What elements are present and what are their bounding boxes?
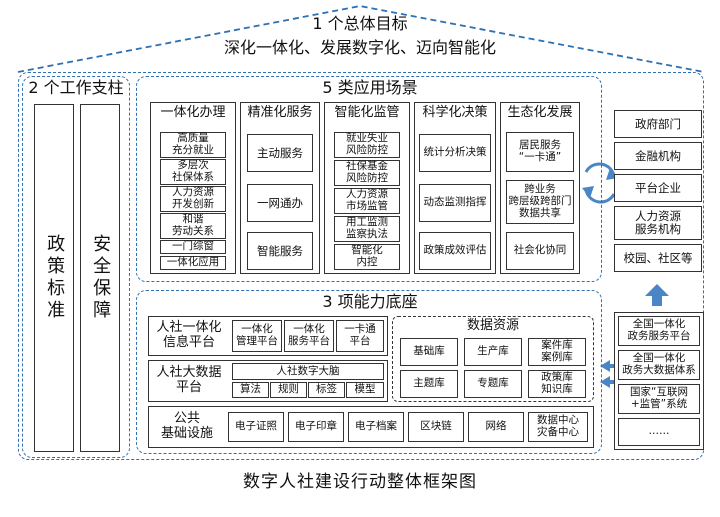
- scene-item: 一门综窗: [160, 240, 226, 254]
- stakeholder-box: 政府部门: [614, 110, 702, 138]
- data-resource-item: 基础库: [400, 338, 458, 366]
- national-system-box: 全国一体化 政务大数据体系: [618, 350, 700, 380]
- goal-title: 1 个总体目标: [312, 14, 408, 34]
- pillars-panel: [22, 76, 130, 458]
- stakeholder-box: 平台企业: [614, 174, 702, 202]
- pillars-title: 2 个工作支柱: [28, 78, 124, 98]
- roof-outline: [17, 5, 705, 73]
- platform-item: 模型: [346, 382, 384, 398]
- data-resource-item: 专题库: [464, 370, 522, 398]
- data-resource-item: 生产库: [464, 338, 522, 366]
- pillar-security: 安全保障: [80, 104, 120, 452]
- scene-column-title: 精准化服务: [247, 104, 313, 120]
- national-system-box: 国家“互联网 +监管”系统: [618, 384, 700, 414]
- data-resource-item: 案件库 案例库: [528, 338, 586, 366]
- stakeholder-box: 人力资源 服务机构: [614, 206, 702, 240]
- scene-item: 就业失业 风险防控: [334, 132, 400, 158]
- scene-item: 统计分析决策: [419, 134, 491, 172]
- platform-item: 一体化 管理平台: [232, 320, 282, 352]
- scene-item: 和谐 劳动关系: [160, 213, 226, 239]
- scene-item: 智能化 内控: [334, 244, 400, 270]
- stakeholder-box: 校园、社区等: [614, 244, 702, 272]
- data-resource-item: 政策库 知识库: [528, 370, 586, 398]
- scene-item: 高质量 充分就业: [160, 132, 226, 158]
- pillar-label: 政策标准: [44, 234, 66, 322]
- goal-text: 深化一体化、发展数字化、迈向智能化: [223, 38, 496, 58]
- platform-item: 人社数字大脑: [232, 363, 384, 380]
- data-resources-panel: [392, 316, 594, 402]
- platform-item: 一卡通 平台: [336, 320, 384, 352]
- scene-item: 一网通办: [247, 184, 313, 222]
- scene-item: 居民服务 “一卡通”: [506, 132, 574, 172]
- scene-item: 主动服务: [247, 134, 313, 172]
- platform-item: 标签: [308, 382, 345, 398]
- infrastructure-item: 网络: [468, 412, 524, 442]
- scene-item: 动态监测指挥: [419, 184, 491, 222]
- platform-name: 人社一体化 信息平台: [156, 320, 222, 350]
- scene-item: 人力资源 市场监管: [334, 188, 400, 214]
- platform-item: 算法: [232, 382, 269, 398]
- main-frame: [18, 72, 704, 460]
- data-resource-item: 主题库: [400, 370, 458, 398]
- infrastructure-item: 数据中心 灾备中心: [528, 412, 588, 442]
- national-system-box: 全国一体化 政务服务平台: [618, 316, 700, 346]
- caption: 数字人社建设行动整体框架图: [243, 472, 477, 493]
- scene-item: 跨业务 跨层级跨部门 数据共享: [506, 180, 574, 224]
- scene-column-title: 一体化办理: [160, 104, 226, 120]
- scene-item: 智能服务: [247, 232, 313, 270]
- scenes-panel: [136, 76, 602, 282]
- infrastructure-item: 电子印章: [288, 412, 344, 442]
- stakeholder-box: 金融机构: [614, 142, 702, 170]
- base-title: 3 项能力底座: [322, 292, 418, 312]
- platform-item: 一体化 服务平台: [284, 320, 334, 352]
- scene-item: 政策成效评估: [419, 232, 491, 270]
- scenes-title: 5 类应用场景: [322, 78, 418, 98]
- scene-item: 用工监测 监察执法: [334, 216, 400, 242]
- platform-name: 公共 基础设施: [160, 411, 213, 441]
- scene-item: 一体化应用: [160, 256, 226, 270]
- scene-item: 社保基金 风险防控: [334, 160, 400, 186]
- up-arrow-icon: [645, 284, 669, 306]
- data-resources-title: 数据资源: [466, 317, 519, 333]
- pillar-label: 安全保障: [90, 234, 112, 322]
- platform-item: 规则: [270, 382, 307, 398]
- scene-item: 多层次 社保体系: [160, 159, 226, 185]
- infrastructure-item: 电子证照: [228, 412, 284, 442]
- platform-name: 人社大数据 平台: [156, 365, 222, 395]
- scene-item: 人力资源 开发创新: [160, 186, 226, 212]
- national-system-box: ……: [618, 418, 700, 446]
- base-panel: [136, 290, 602, 454]
- scene-column-title: 生态化发展: [507, 104, 573, 120]
- infrastructure-item: 电子档案: [348, 412, 404, 442]
- scene-item: 社会化协同: [506, 232, 574, 270]
- infrastructure-item: 区块链: [408, 412, 464, 442]
- pillar-policy-standard: 政策标准: [34, 104, 74, 452]
- scene-column-title: 科学化决策: [422, 104, 488, 120]
- scene-column-title: 智能化监管: [334, 104, 400, 120]
